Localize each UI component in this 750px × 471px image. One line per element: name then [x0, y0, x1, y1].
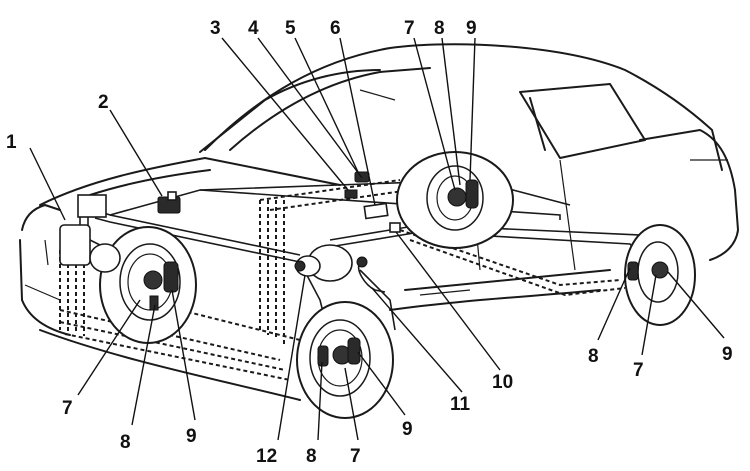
- callout-7-front-right: 7: [350, 446, 361, 467]
- callout-10: 10: [492, 372, 513, 393]
- callout-9-front-left: 9: [186, 426, 197, 447]
- callout-8-rear-right: 8: [588, 346, 599, 367]
- callout-2: 2: [98, 92, 109, 113]
- callout-5: 5: [285, 18, 296, 39]
- rear-left-wheel: [396, 151, 514, 249]
- sensor-3: [344, 189, 358, 199]
- callout-9-rear-right: 9: [722, 344, 733, 365]
- callout-8-front-left: 8: [120, 432, 131, 453]
- callout-4: 4: [248, 18, 259, 39]
- callout-7-rear-right: 7: [633, 360, 644, 381]
- front-right-wheel: [296, 301, 394, 419]
- callout-12: 12: [256, 446, 277, 467]
- master-cylinder: [59, 194, 121, 273]
- abs-actuator: [157, 191, 181, 214]
- callout-labels: 1 2 3 4 5 6 7 8 9 10 11 7 8 9 12 8 7 9 8…: [6, 18, 733, 467]
- callout-1: 1: [6, 132, 17, 153]
- callout-8-top: 8: [434, 18, 445, 39]
- rear-right-wheel: [624, 224, 696, 326]
- callout-9-front-right: 9: [402, 419, 413, 440]
- load-valve-11: [356, 256, 386, 293]
- callout-9-top: 9: [466, 18, 477, 39]
- ecu-6: [363, 202, 389, 220]
- callout-3: 3: [210, 18, 221, 39]
- front-left-wheel: [99, 226, 197, 344]
- callout-7-top: 7: [404, 18, 415, 39]
- callout-6: 6: [330, 18, 341, 39]
- leader-lines: [29, 37, 725, 441]
- callout-8-front-right: 8: [306, 446, 317, 467]
- callout-11: 11: [450, 394, 471, 415]
- brake-booster: [294, 244, 353, 282]
- callout-7-front-left: 7: [62, 398, 73, 419]
- sensor-10: [389, 222, 401, 233]
